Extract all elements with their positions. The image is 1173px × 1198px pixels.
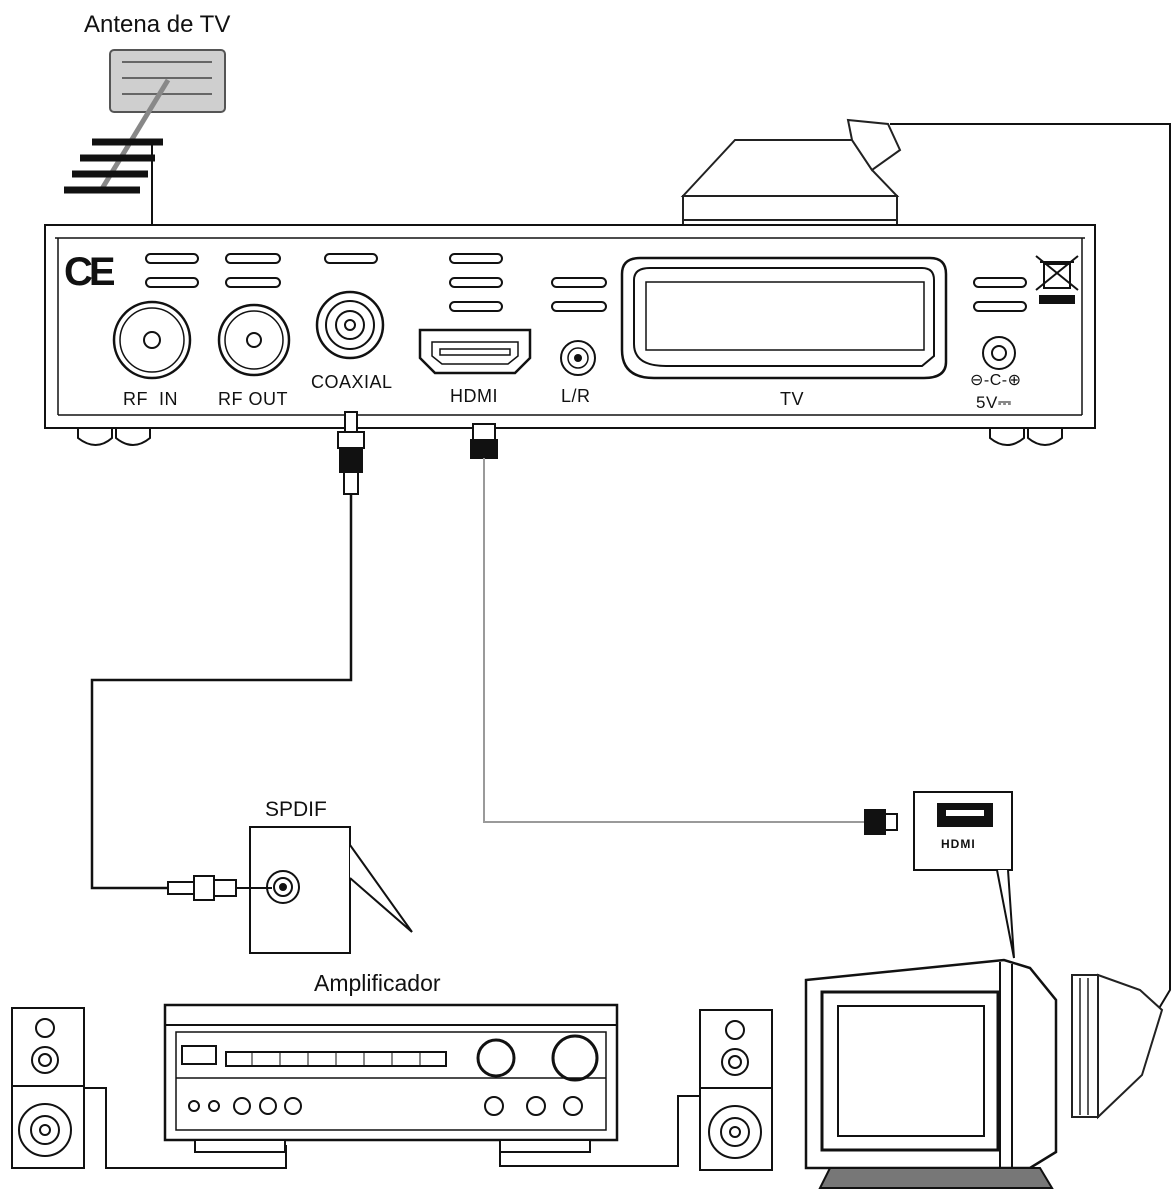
tv-scart-port xyxy=(620,256,948,380)
hdmi-plug-tv xyxy=(864,809,898,835)
antenna-label: Antena de TV xyxy=(84,11,231,38)
lr-label: L/R xyxy=(561,386,591,406)
rf-out-label: RF OUT xyxy=(218,389,288,409)
amplifier xyxy=(163,1003,619,1153)
spdif-label: SPDIF xyxy=(265,798,327,821)
tv-antenna xyxy=(64,49,226,194)
hdmi-label: HDMI xyxy=(450,386,498,406)
hdmi-port xyxy=(418,328,532,375)
hdmi-plug xyxy=(470,423,498,459)
speaker-cable-right xyxy=(499,1095,700,1167)
dc-polarity-label: ⊖-C-⊕ xyxy=(970,372,1022,389)
spdif-panel xyxy=(249,826,413,954)
coaxial-label: COAXIAL xyxy=(311,372,393,392)
speaker-right xyxy=(699,1009,773,1171)
scart-plug-tv xyxy=(1071,973,1164,1120)
rf-in-label: RF IN xyxy=(123,389,178,409)
spdif-plug xyxy=(167,875,272,901)
scart-cable xyxy=(890,123,1171,1011)
amplifier-label: Amplificador xyxy=(314,970,441,996)
speaker-left xyxy=(11,1007,85,1169)
power-label: 5V⎓ xyxy=(976,393,1012,412)
coaxial-plug xyxy=(337,411,365,495)
tv-label: TV xyxy=(780,389,805,409)
television xyxy=(804,958,1058,1189)
speaker-cable-left xyxy=(84,1087,287,1169)
tv-hdmi-panel xyxy=(913,791,1015,959)
set-top-box xyxy=(44,224,1096,446)
tv-hdmi-label: HDMI xyxy=(941,837,976,851)
hdmi-cable xyxy=(483,458,865,823)
scart-plug-top xyxy=(680,118,902,243)
ce-mark: CE xyxy=(64,250,116,294)
weee-bin-icon xyxy=(1035,255,1079,304)
coaxial-cable xyxy=(90,494,353,890)
